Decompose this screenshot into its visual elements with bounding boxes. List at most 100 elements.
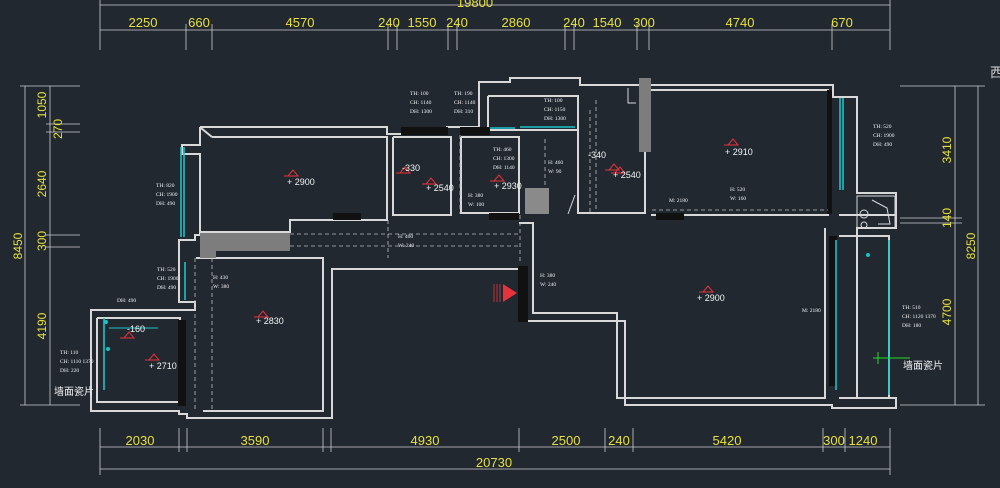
- overall-bottom-dimension: 20730: [476, 455, 512, 470]
- bottom-dim-label: 1240: [849, 433, 878, 448]
- left-dim-label: 270: [51, 119, 65, 139]
- left-dimension-chain: 1050 270 2640 300 4190 8450: [11, 85, 80, 406]
- window-note-line: TH: 820: [156, 183, 175, 189]
- wall-tile-label: 墙面瓷片: [54, 385, 94, 398]
- overall-top-dimension: 19800: [457, 0, 493, 10]
- fixtures: [104, 88, 910, 364]
- top-dim-label: 1550: [408, 15, 437, 30]
- window-note-line: DH: 490: [117, 298, 136, 304]
- window-note-line: CH: 1110 1370: [60, 359, 94, 365]
- top-dim-label: 4740: [726, 15, 755, 30]
- level-labels: + 2900 -330 + 2540 + 2930 -340 + 2540 + …: [127, 147, 753, 371]
- window-note-line: CH: 1300: [493, 156, 515, 162]
- bottom-dim-label: 4930: [411, 433, 440, 448]
- opening-note-line: W: 240: [540, 282, 556, 288]
- window-note-line: DH: 1300: [410, 109, 432, 115]
- overall-left-dimension: 8450: [11, 232, 25, 259]
- window-note-line: TH: 190: [454, 91, 473, 97]
- window-note-line: DH: 490: [157, 285, 176, 291]
- bottom-dim-label: 240: [608, 433, 630, 448]
- opening-note-line: H: 460: [548, 160, 563, 166]
- window-glass: [103, 98, 890, 395]
- window-note-line: DH: 310: [454, 109, 473, 115]
- window-note-line: TH: 510: [902, 305, 921, 311]
- bottom-dim-label: 2030: [126, 433, 155, 448]
- window-note-line: TH: 520: [873, 124, 892, 130]
- left-dim-label: 2640: [35, 170, 49, 197]
- level-label: -330: [402, 163, 420, 173]
- left-dim-label: 4190: [35, 312, 49, 339]
- right-dim-label: 4700: [940, 298, 954, 325]
- level-label: + 2830: [256, 316, 284, 326]
- bottom-dim-label: 5420: [713, 433, 742, 448]
- top-dim-label: 240: [378, 15, 400, 30]
- window-note-line: DH: 490: [873, 142, 892, 148]
- bottom-dim-label: 2500: [552, 433, 581, 448]
- opening-note-line: W: 100: [468, 202, 484, 208]
- window-note-line: CH: 1140: [410, 100, 432, 106]
- level-label: + 2710: [149, 361, 177, 371]
- top-dimension-chain: 19800 2250 660 4570 240 1550 240 2860 24…: [99, 0, 891, 50]
- window-note-line: TH: 100: [544, 98, 563, 104]
- top-dim-label: 300: [633, 15, 655, 30]
- top-dim-label: 4570: [286, 15, 315, 30]
- solid-wall-blocks: [178, 78, 837, 406]
- window-note-line: CH: 1120 1370: [902, 314, 936, 320]
- window-note-line: CH: 1150: [544, 107, 566, 113]
- level-label: + 2910: [725, 147, 753, 157]
- level-label: + 2930: [494, 181, 522, 191]
- window-note-line: TH: 110: [60, 350, 79, 356]
- window-note-line: CH: 1900: [157, 276, 179, 282]
- bottom-dimension-chain: 2030 3590 4930 2500 240 5420 300 1240 20…: [99, 428, 891, 475]
- edge-direction-label: 西: [990, 65, 1000, 80]
- window-note-line: DH: 220: [60, 368, 79, 374]
- level-markers: [120, 138, 740, 361]
- window-note-line: DH: 1300: [544, 116, 566, 122]
- window-note-line: CH: 1900: [873, 133, 895, 139]
- bottom-dim-label: 300: [823, 433, 845, 448]
- wall-tile-label: 墙面瓷片: [903, 359, 943, 372]
- left-dim-label: 300: [35, 231, 49, 251]
- window-note-line: DH: 1140: [493, 165, 515, 171]
- opening-note-line: H: 430: [213, 275, 228, 281]
- walls: [90, 77, 897, 419]
- overall-right-dimension: 8250: [964, 232, 978, 259]
- window-note-line: CH: 1900: [156, 192, 178, 198]
- top-dim-label: 670: [831, 15, 853, 30]
- opening-note-line: H: 380: [468, 193, 483, 199]
- top-dim-label: 1540: [593, 15, 622, 30]
- window-note-line: TH: 100: [410, 91, 429, 97]
- window-note-line: CH: 1140: [454, 100, 476, 106]
- right-dim-label: 3410: [940, 136, 954, 163]
- opening-note-line: W: 380: [213, 284, 229, 290]
- top-dim-label: 240: [563, 15, 585, 30]
- opening-note-line: H: 380: [540, 273, 555, 279]
- top-dim-label: 2250: [129, 15, 158, 30]
- level-label: + 2540: [613, 170, 641, 180]
- top-dim-label: 240: [446, 15, 468, 30]
- opening-note-line: H: 400: [398, 234, 413, 240]
- level-label: + 2900: [697, 293, 725, 303]
- bottom-dim-label: 3590: [241, 433, 270, 448]
- window-note-line: DH: 180: [902, 323, 921, 329]
- dashed-lines: [194, 100, 828, 410]
- level-label: -160: [127, 324, 145, 334]
- right-dim-label: 140: [940, 208, 954, 228]
- top-dim-label: 660: [188, 15, 210, 30]
